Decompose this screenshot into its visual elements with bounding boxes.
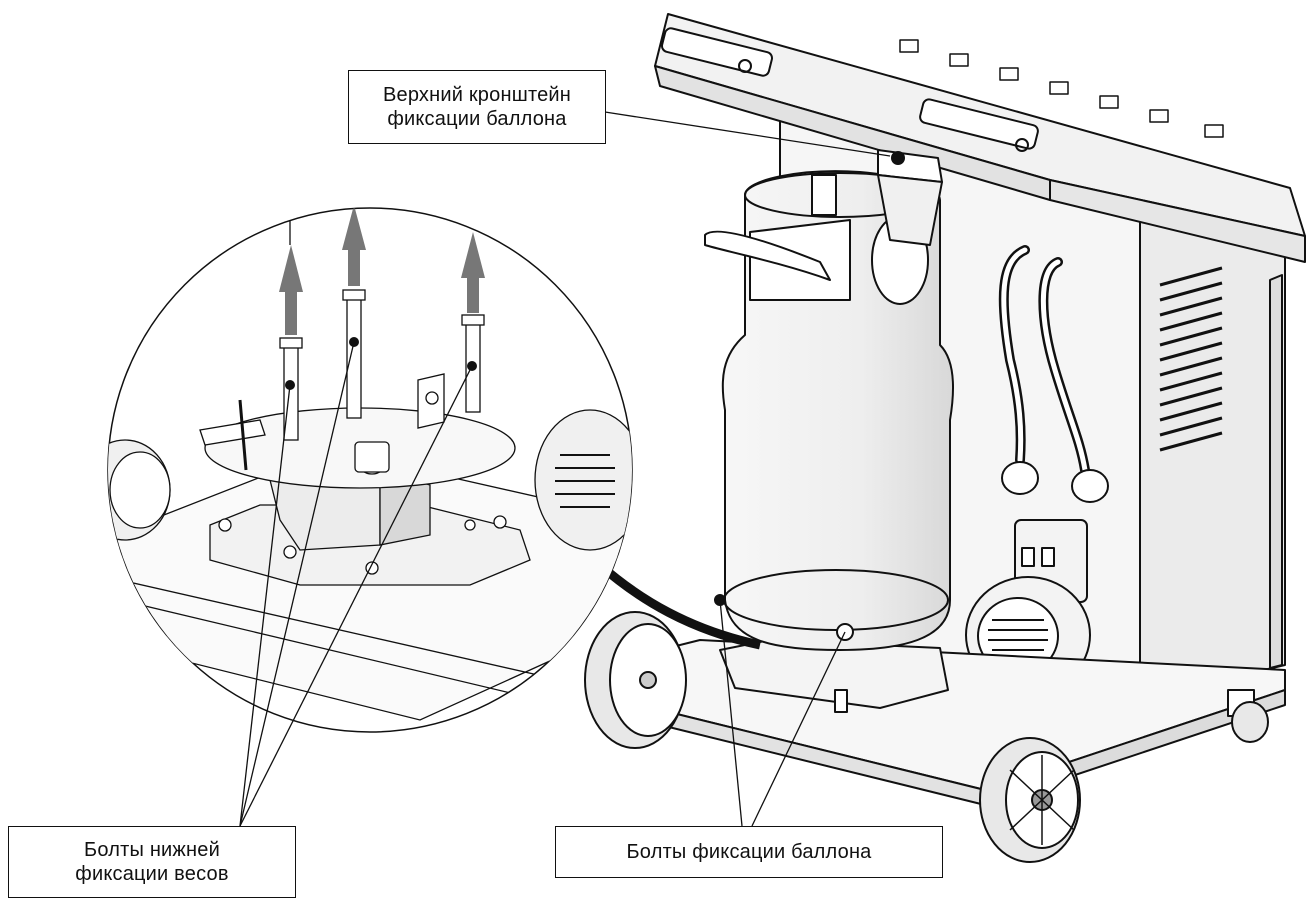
removed-bolt-center [342,289,366,419]
callout-lower-scale-bolts-line2: фиксации весов [75,863,229,885]
panel-fittings [899,39,1224,138]
left-wheel [584,611,687,749]
leader-lines [239,111,891,827]
callout-lower-scale-bolts: Болты нижней фиксации весов [8,826,296,898]
service-hoses [998,245,1090,475]
cabinet-side [1137,189,1286,701]
front-wheel [979,737,1081,863]
callout-cylinder-bolts-text: Болты фиксации баллона [626,841,872,863]
recovery-station [584,13,1306,863]
callout-top-bracket: Верхний кронштейн фиксации баллона [348,70,606,144]
leader-dots [285,337,477,390]
callout-cylinder-bolts: Болты фиксации баллона [555,826,943,878]
caster-wheel [1227,689,1269,743]
callout-top-bracket-line2: фиксации баллона [387,108,567,130]
removed-bolt-left [279,337,303,441]
top-bracket [877,149,943,246]
detail-view [108,208,632,721]
callout-lower-scale-bolts-line1: Болты нижней [84,839,220,861]
removal-arrows [279,208,485,335]
callout-top-bracket-line1: Верхний кронштейн [382,84,572,106]
vent-grille [1159,266,1223,452]
